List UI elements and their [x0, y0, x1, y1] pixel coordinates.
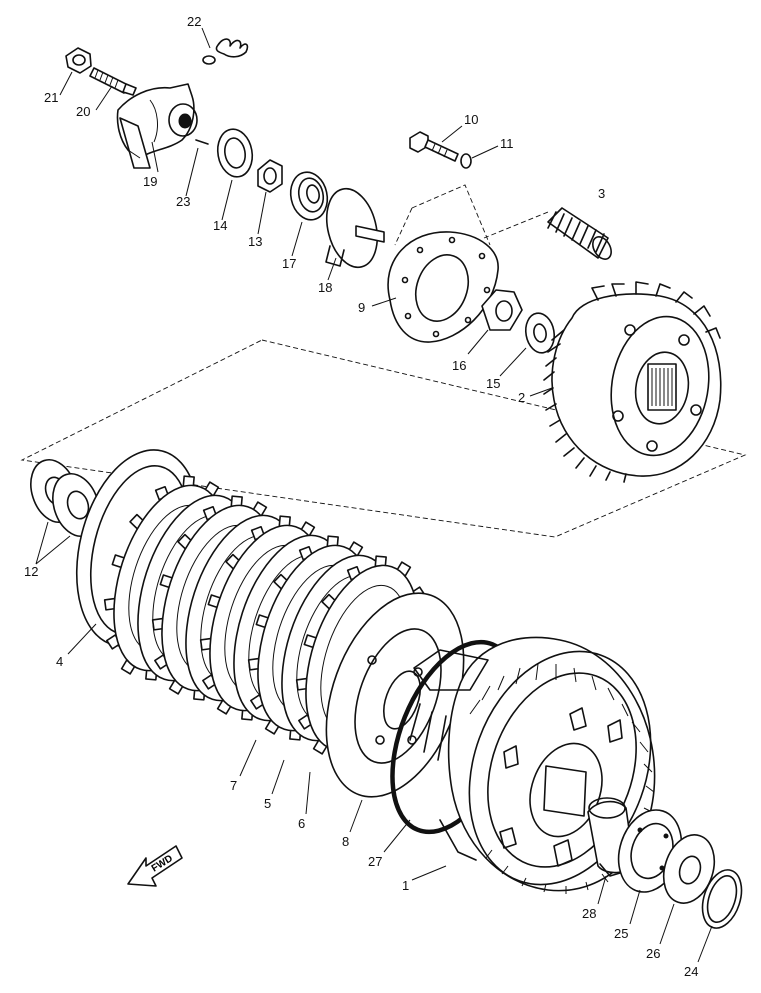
part-26-thrust-washer	[662, 834, 716, 904]
callout-27: 27	[368, 854, 382, 869]
callout-22: 22	[187, 14, 201, 29]
callout-18: 18	[318, 280, 332, 295]
callout-17: 17	[282, 256, 296, 271]
callout-23: 23	[176, 194, 190, 209]
part-17-bearing	[289, 171, 329, 221]
part-22-spring	[202, 38, 249, 65]
part-16-lock-nut	[481, 289, 523, 331]
callout-6: 6	[298, 816, 305, 831]
callout-13: 13	[248, 234, 262, 249]
callout-12: 12	[24, 564, 38, 579]
part-18-push-plate	[325, 187, 385, 269]
part-20-adjust-screw	[89, 67, 137, 96]
callout-15: 15	[486, 376, 500, 391]
callout-16: 16	[452, 358, 466, 373]
part-11-washer	[460, 153, 472, 169]
callout-4: 4	[56, 654, 63, 669]
callout-10: 10	[464, 112, 478, 127]
callout-24: 24	[684, 964, 698, 979]
callout-14: 14	[213, 218, 227, 233]
part-9-pressure-plate	[387, 231, 499, 343]
callout-1: 1	[402, 878, 409, 893]
callout-25: 25	[614, 926, 628, 941]
part-23-pin	[195, 139, 209, 145]
clutch-plate-stack	[103, 475, 429, 761]
fwd-direction-marker: FWD	[127, 845, 183, 887]
part-15-lock-washer	[524, 312, 556, 354]
part-2-clutch-boss	[543, 281, 722, 483]
callout-11: 11	[500, 136, 514, 151]
callout-26: 26	[646, 946, 660, 961]
callout-2: 2	[518, 390, 525, 405]
callout-28: 28	[582, 906, 596, 921]
callout-3: 3	[598, 186, 605, 201]
callout-21: 21	[44, 90, 58, 105]
part-3-clutch-spring	[547, 207, 612, 260]
part-19-push-lever	[116, 83, 198, 169]
part-13-bush	[257, 159, 283, 193]
part-8-driven-plate	[325, 592, 465, 798]
part-21-nut	[65, 47, 92, 74]
callout-numbers: 22 21 20 19 23 14 13 17 18 10 11 3 9 16 …	[24, 14, 698, 979]
part-10-bolt	[409, 131, 459, 162]
callout-19: 19	[143, 174, 157, 189]
callout-5: 5	[264, 796, 271, 811]
callout-9: 9	[358, 300, 365, 315]
callout-8: 8	[342, 834, 349, 849]
callout-7: 7	[230, 778, 237, 793]
part-14-oil-seal	[216, 128, 254, 178]
leader-lines	[35, 27, 713, 963]
callout-20: 20	[76, 104, 90, 119]
part-24-circlip	[701, 869, 743, 929]
